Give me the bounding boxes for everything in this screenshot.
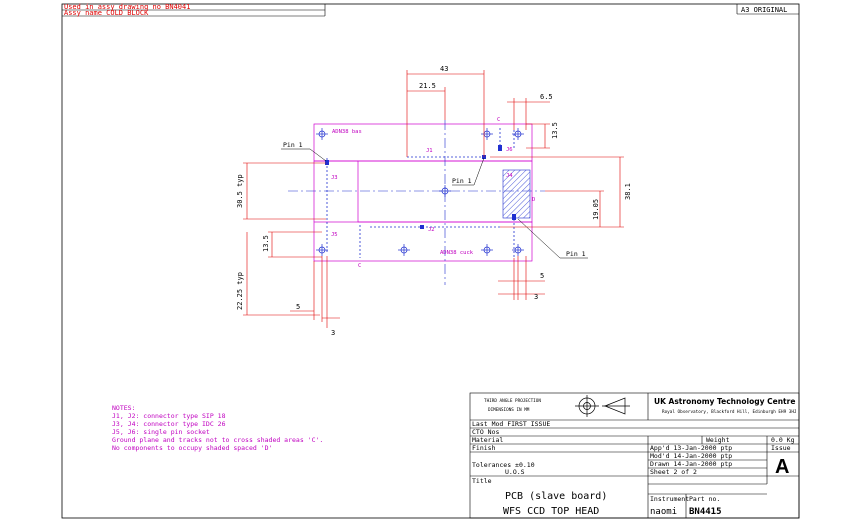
weight-value: 0.0 Kg (771, 436, 795, 444)
bottom-board-outline (313, 221, 533, 262)
instrument-label: Instrument (650, 495, 689, 503)
dim-3-right: 3 (534, 293, 538, 301)
instrument-value: naomi (650, 507, 677, 517)
dim-13-5-right: 13.5 (551, 122, 559, 139)
dim-21-5: 21.5 (419, 82, 436, 90)
refdes-j5: J5 (331, 232, 338, 238)
assy-header: Used in assy drawing no BN4041 Assy name… (62, 3, 326, 17)
notes-block: NOTES: J1, J2: connector type SIP 18 J3,… (112, 404, 323, 452)
projection-line2: DIMENSIONS IN MM (488, 407, 530, 413)
dim-5-left: 5 (296, 303, 300, 311)
pcb-drawing: ADN38 bas ADN38 cuck J1 J2 J3 J4 J5 J6 C… (236, 65, 632, 337)
last-mod: Last Mod FIRST ISSUE (472, 420, 550, 428)
uos: U.O.S (505, 468, 525, 476)
note-line: J1, J2: connector type SIP 18 (112, 412, 226, 420)
modified-date: Mod'd 14-Jan-2000 ptp (650, 452, 732, 460)
organisation-address: Royal Observatory, Blackford Hill, Edinb… (662, 409, 797, 415)
refdes-j1: J1 (426, 148, 433, 154)
note-line: J3, J4: connector type IDC 26 (112, 420, 226, 428)
approved-date: App'd 13-Jan-2000 ptp (650, 444, 732, 452)
pin1-center-label: Pin 1 (452, 177, 472, 185)
material-label: Material (472, 436, 503, 444)
organisation-name: UK Astronomy Technology Centre (654, 397, 795, 406)
refdes-j2: J2 (428, 227, 435, 233)
dim-30-5-typ: 30.5 typ (236, 174, 244, 208)
dim-6-5: 6.5 (540, 93, 553, 101)
cto-nos: CTO Nos (472, 428, 499, 436)
tolerances: Tolerances ±0.10 (472, 461, 535, 469)
issue-value: A (775, 456, 789, 478)
title-label: Title (472, 477, 492, 485)
drawing-title-line1: PCB (slave board) (505, 491, 607, 502)
dim-38-1: 38.1 (624, 183, 632, 200)
paper-size-box: A3 ORIGINAL (736, 4, 799, 15)
pin1-left-label: Pin 1 (283, 141, 303, 149)
dim-13-5-left: 13.5 (262, 235, 270, 252)
area-d-label: D (532, 197, 535, 203)
weight-label: Weight (706, 436, 730, 444)
paper-size-label: A3 ORIGINAL (741, 6, 787, 14)
refdes-j6: J6 (506, 147, 513, 153)
pin1-right-label: Pin 1 (566, 250, 586, 258)
area-c-bottom: C (358, 263, 361, 269)
sheet-number: Sheet 2 of 2 (650, 468, 697, 476)
dim-5-right: 5 (540, 272, 544, 280)
drawn-date: Drawn 14-Jan-2000 ptp (650, 460, 732, 468)
dim-22-25-typ: 22.25 typ (236, 272, 244, 310)
issue-label: Issue (771, 444, 791, 452)
part-number: BN4415 (689, 507, 722, 517)
part-no-label: Part no. (689, 495, 720, 503)
shaded-area-d (502, 169, 531, 219)
dim-19-05: 19.05 (592, 199, 600, 220)
note-line: J5, J6: single pin socket (112, 428, 210, 436)
dim-3-left: 3 (331, 329, 335, 337)
drawing-title-line2: WFS CCD TOP HEAD (503, 506, 599, 517)
note-line: Ground plane and tracks not to cross sha… (112, 436, 323, 444)
projection-line1: THIRD ANGLE PROJECTION (484, 398, 541, 404)
drawing-frame (61, 3, 800, 519)
assy-drawing-no: Used in assy drawing no BN4041 (64, 3, 190, 11)
note-line: No components to occupy shaded spaced 'D… (112, 444, 272, 452)
projection-symbol-icon (575, 395, 630, 417)
dim-43: 43 (440, 65, 448, 73)
assy-name: Assy name COLD BLOCK (64, 9, 149, 17)
title-block-text: THIRD ANGLE PROJECTION DIMENSIONS IN MM … (472, 397, 797, 517)
finish-label: Finish (472, 444, 496, 452)
area-c-top: C (497, 117, 500, 123)
refdes-j3: J3 (331, 175, 338, 181)
refdes-j4: J4 (506, 173, 513, 179)
notes-heading: NOTES: (112, 404, 135, 412)
bottom-side-label: ADN38 cuck (440, 250, 474, 256)
title-block (469, 392, 800, 519)
top-side-label: ADN38 bas (332, 129, 362, 135)
